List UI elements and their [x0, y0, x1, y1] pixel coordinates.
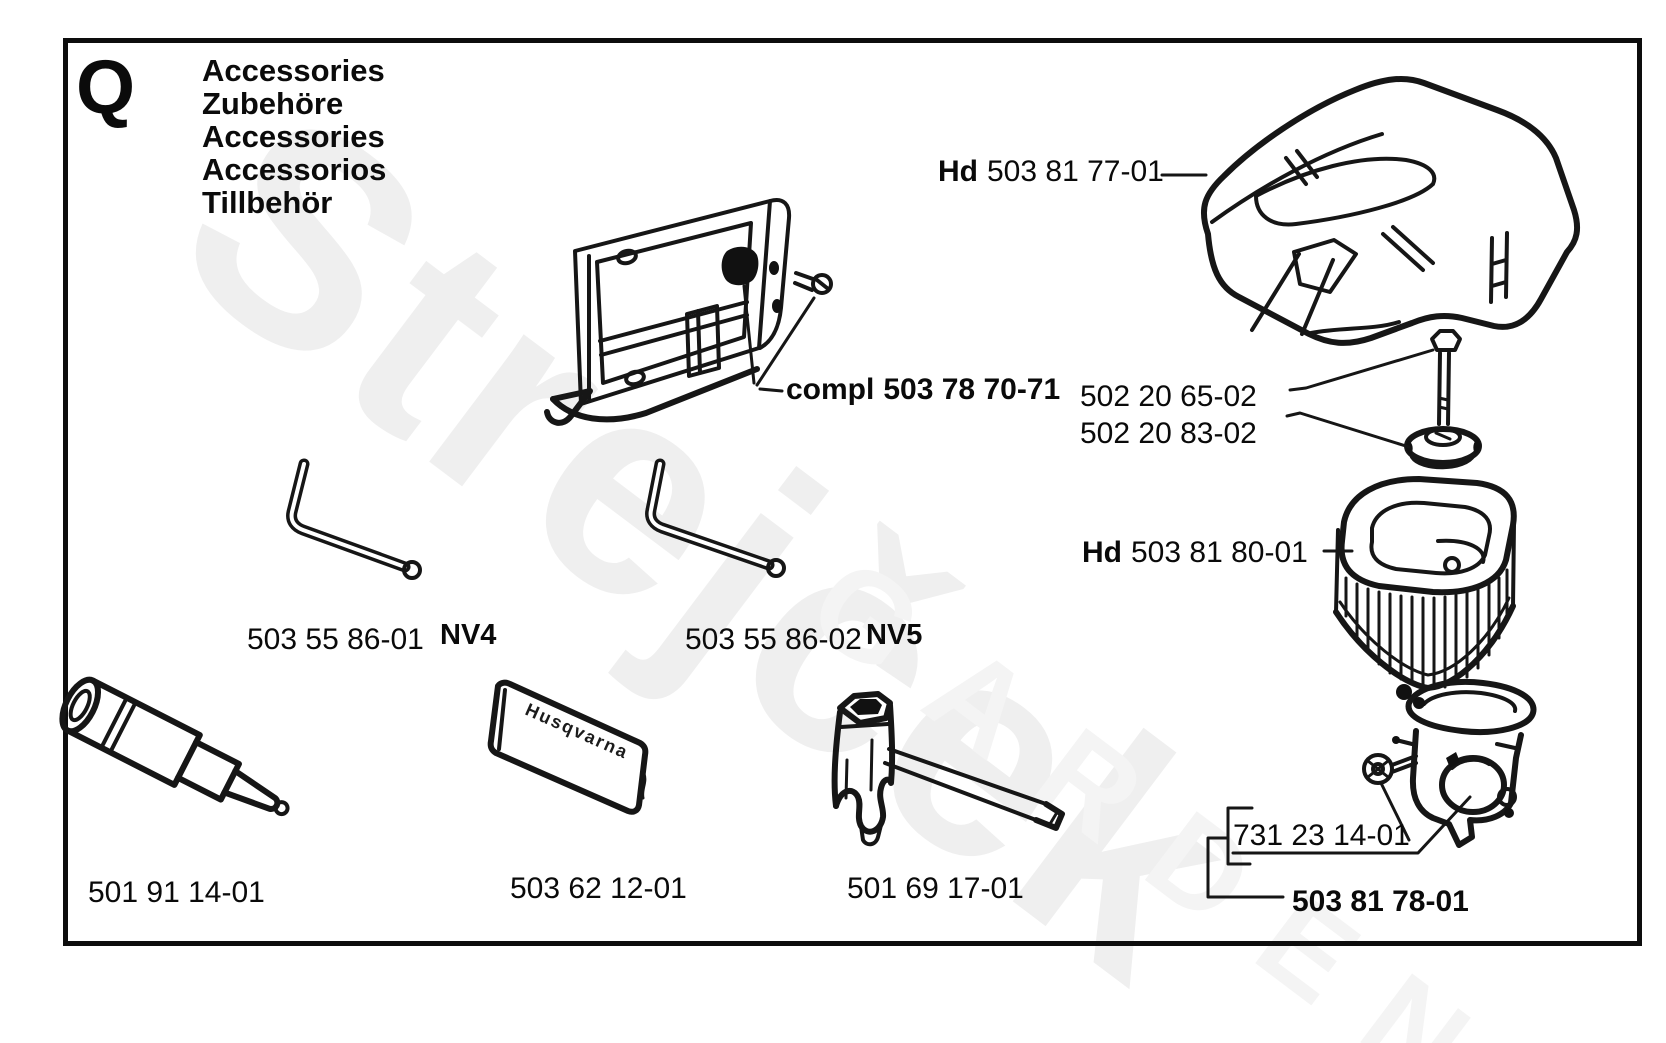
section-letter: Q: [76, 45, 136, 130]
washer-drawing: [1404, 426, 1482, 470]
label-allen-key-nv4: 503 55 86-01: [247, 623, 424, 656]
bolt-drawing: [1430, 329, 1462, 426]
mounting-screw-drawing: [793, 271, 833, 295]
label-piston-stop: 501 91 14-01: [88, 876, 265, 909]
label-allen-key-nv5: 503 55 86-02: [685, 623, 862, 656]
title-en: Accessories: [202, 53, 385, 88]
label-cover-plate-number: 503 78 70-71: [883, 373, 1061, 406]
air-filter-drawing: [1333, 476, 1517, 691]
label-air-filter: Hd 503 81 80-01: [1082, 537, 1308, 569]
label-carburetor: 503 81 78-01: [1292, 885, 1469, 918]
title-fr: Accessories: [202, 119, 385, 154]
label-allen-key-nv4-size: NV4: [440, 619, 497, 651]
label-cover-plate-prefix: compl: [786, 373, 875, 406]
label-carb-screw: 731 23 14-01: [1233, 819, 1410, 852]
piston-stop-tool-drawing: [59, 676, 290, 817]
title-sv: Tillbehör: [202, 185, 333, 220]
title-de: Zubehöre: [202, 86, 344, 121]
air-filter-cover-drawing: [1200, 76, 1581, 346]
label-air-filter-cover-number: 503 81 77-01: [987, 155, 1164, 188]
diagram-border: [63, 38, 1642, 946]
cover-plate-drawing: [544, 198, 792, 426]
allen-key-nv5-drawing: [645, 458, 786, 578]
label-air-filter-cover-prefix: Hd: [938, 155, 978, 188]
label-filing-plate: 503 62 12-01: [510, 872, 687, 905]
label-air-filter-number: 503 81 80-01: [1131, 536, 1308, 569]
leader-lines: [742, 173, 1472, 899]
filing-plate-drawing: Husqvarna: [487, 679, 649, 815]
label-air-filter-cover: Hd 503 81 77-01: [938, 156, 1164, 188]
allen-key-nv4-drawing: [286, 458, 422, 580]
socket-wrench-drawing: [831, 691, 1065, 847]
carburetor-drawing: [1362, 679, 1537, 848]
label-air-filter-prefix: Hd: [1082, 536, 1122, 569]
label-allen-key-nv5-size: NV5: [866, 619, 923, 651]
title-es: Accessorios: [202, 152, 387, 187]
label-socket-wrench: 501 69 17-01: [847, 872, 1024, 905]
label-bolt: 502 20 65-02: [1080, 380, 1257, 413]
title-block: Accessories Zubehöre Accessories Accesso…: [202, 54, 386, 219]
label-washer: 502 20 83-02: [1080, 417, 1257, 450]
